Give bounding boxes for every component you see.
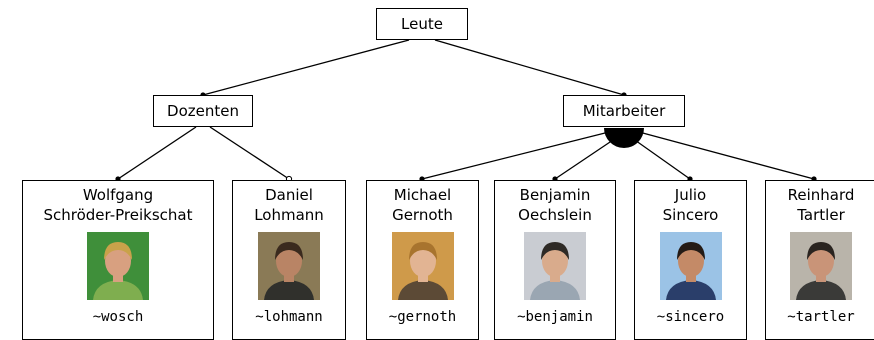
photo-face: [105, 245, 131, 277]
photo-hair: [275, 242, 303, 260]
person-login: ~gernoth: [388, 309, 457, 325]
person-photo: [524, 232, 586, 300]
edge-mitarbeiter-benjamin: [554, 137, 617, 180]
person-name: Daniel Lohmann: [254, 186, 324, 224]
photo-hair: [104, 242, 132, 260]
person-login: ~tartler: [787, 309, 855, 325]
person-name: Michael Gernoth: [392, 186, 453, 224]
edge-mitarbeiter-tartler: [638, 131, 815, 180]
connector-lines: [115, 39, 817, 183]
person-login: ~sincero: [656, 309, 725, 325]
person-login: ~benjamin: [517, 309, 593, 325]
photo-hair: [676, 242, 705, 260]
person-card: Daniel Lohmann ~lohmann: [232, 180, 346, 340]
person-card: Julio Sincero ~sincero: [634, 180, 747, 340]
group-label: Mitarbeiter: [582, 102, 666, 120]
edge-leute-mitarbeiter: [434, 39, 625, 96]
photo-shoulders: [264, 280, 314, 300]
root-label: Leute: [401, 15, 443, 33]
photo-shoulders: [93, 280, 143, 300]
edge-dozenten-wosch: [117, 126, 197, 180]
photo-shoulders: [397, 280, 448, 300]
group-node-mitarbeiter: Mitarbeiter: [563, 95, 685, 127]
person-photo: [790, 232, 852, 300]
photo-hair: [807, 242, 835, 260]
person-card: Reinhard Tartler ~tartler: [765, 180, 874, 340]
photo-shoulders: [530, 280, 580, 300]
edge-mitarbeiter-gernoth: [421, 131, 610, 180]
person-name: Wolfgang Schröder-Preikschat: [43, 186, 193, 224]
person-card: Wolfgang Schröder-Preikschat ~wosch: [22, 180, 214, 340]
photo-hair: [408, 242, 437, 260]
person-name: Reinhard Tartler: [787, 186, 855, 224]
person-photo: [659, 232, 722, 300]
photo-face: [276, 245, 302, 277]
root-node: Leute: [376, 8, 468, 40]
edge-dozenten-lohmann: [209, 126, 290, 180]
person-card: Benjamin Oechslein ~benjamin: [494, 180, 616, 340]
photo-shoulders: [796, 280, 846, 300]
person-photo: [391, 232, 454, 300]
photo-shoulders: [665, 280, 716, 300]
photo-face: [677, 245, 704, 277]
person-name: Benjamin Oechslein: [518, 186, 592, 224]
person-card: Michael Gernoth ~gernoth: [366, 180, 479, 340]
photo-face: [409, 245, 436, 277]
group-label: Dozenten: [167, 102, 239, 120]
or-group-arc: [604, 128, 644, 148]
edge-mitarbeiter-sincero: [631, 137, 691, 180]
person-login: ~wosch: [92, 309, 144, 325]
photo-face: [808, 245, 834, 277]
edge-leute-dozenten: [202, 39, 410, 96]
person-name: Julio Sincero: [662, 186, 719, 224]
people-hierarchy-diagram: Leute Dozenten Mitarbeiter Wolfgang Schr…: [22, 8, 874, 340]
photo-hair: [541, 242, 569, 260]
person-login: ~lohmann: [255, 309, 323, 325]
person-photo: [87, 232, 149, 300]
photo-face: [542, 245, 568, 277]
person-photo: [258, 232, 320, 300]
group-node-dozenten: Dozenten: [153, 95, 253, 127]
